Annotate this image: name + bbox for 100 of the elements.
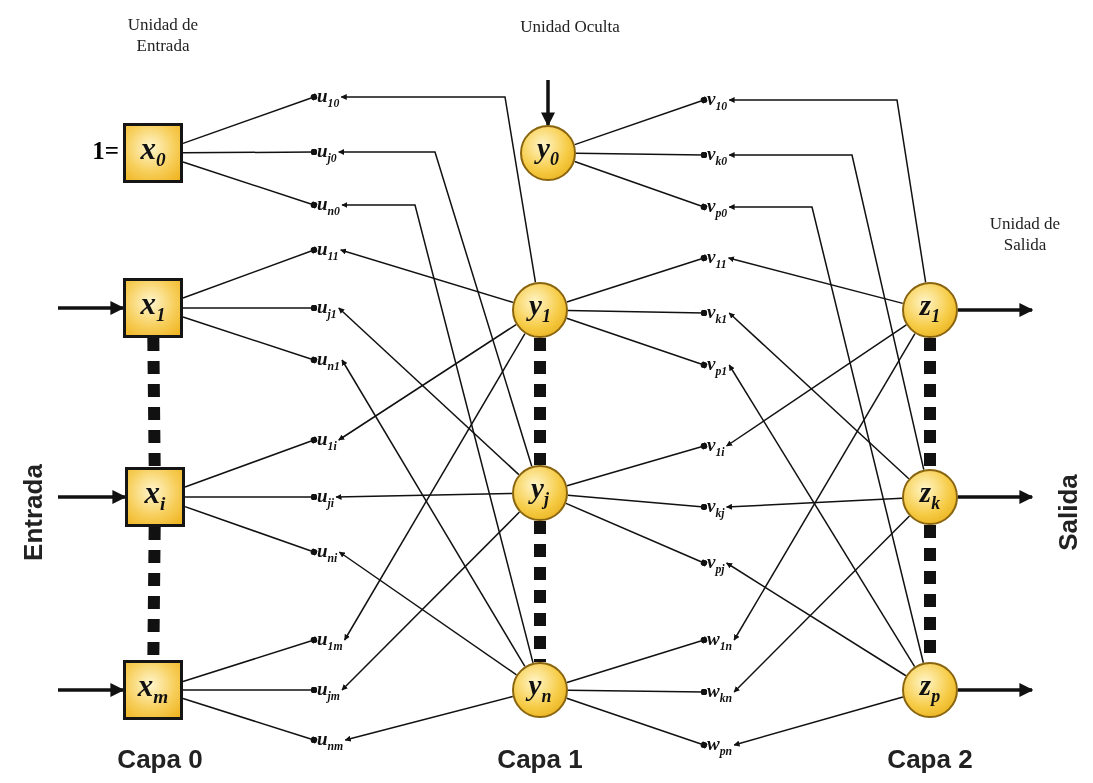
connector bbox=[341, 202, 534, 664]
connector bbox=[733, 332, 916, 641]
weight-label: u$_{1i}$ bbox=[314, 427, 339, 453]
weight-label: u$_{j0}$ bbox=[314, 139, 339, 165]
connector bbox=[725, 562, 907, 677]
unit-circle: z$_{k}$ bbox=[902, 469, 958, 525]
connector bbox=[184, 436, 318, 488]
weight-label: v$_{kj}$ bbox=[704, 494, 727, 520]
connector bbox=[182, 316, 318, 364]
connector bbox=[339, 248, 514, 304]
arrow bbox=[58, 490, 127, 504]
connector bbox=[182, 161, 318, 209]
weight-label: u$_{ji}$ bbox=[314, 484, 337, 510]
weight-label: v$_{k0}$ bbox=[704, 142, 730, 168]
connector bbox=[344, 695, 514, 742]
unit-circle: y$_{0}$ bbox=[520, 125, 576, 181]
layer-heading: Unidad Oculta bbox=[520, 16, 620, 37]
weight-label: u$_{1m}$ bbox=[314, 627, 345, 653]
weight-label: v$_{p1}$ bbox=[704, 352, 730, 378]
input-unit-box: x$_{1}$ bbox=[123, 278, 183, 338]
connector bbox=[573, 96, 708, 146]
weight-label: u$_{n1}$ bbox=[314, 347, 342, 373]
equation-prefix: 1= bbox=[92, 137, 119, 165]
connector bbox=[733, 696, 904, 747]
connector bbox=[184, 493, 318, 501]
connector bbox=[182, 246, 318, 299]
connector bbox=[566, 636, 708, 684]
weight-label: u$_{jm}$ bbox=[314, 677, 342, 703]
weight-label: v$_{p0}$ bbox=[704, 194, 730, 220]
connector bbox=[184, 505, 318, 556]
connector bbox=[338, 149, 533, 467]
weight-label: u$_{ni}$ bbox=[314, 539, 340, 565]
input-unit-box: x$_{m}$ bbox=[123, 660, 183, 720]
connector bbox=[566, 442, 708, 487]
layer-title: Capa 0 bbox=[117, 744, 203, 775]
connector bbox=[727, 256, 904, 305]
weight-label: w$_{kn}$ bbox=[704, 679, 735, 705]
axis-title: Entrada bbox=[17, 463, 49, 561]
connector bbox=[341, 359, 526, 668]
connector bbox=[340, 94, 537, 284]
dotted-connector bbox=[924, 338, 936, 469]
weight-label: u$_{10}$ bbox=[314, 84, 342, 110]
arrow bbox=[958, 490, 1034, 504]
connector bbox=[573, 160, 708, 211]
connector bbox=[565, 502, 708, 567]
arrow bbox=[541, 80, 555, 127]
connector bbox=[341, 511, 521, 691]
connector bbox=[182, 686, 318, 694]
weight-label: v$_{k1}$ bbox=[704, 300, 730, 326]
arrow bbox=[958, 683, 1034, 697]
connector bbox=[567, 309, 708, 317]
weight-label: v$_{10}$ bbox=[704, 87, 730, 113]
unit-circle: z$_{1}$ bbox=[902, 282, 958, 338]
arrow bbox=[958, 303, 1034, 317]
connector bbox=[566, 697, 708, 749]
layer-title: Capa 2 bbox=[887, 744, 973, 775]
connector bbox=[566, 254, 708, 303]
connector bbox=[728, 97, 927, 284]
connector bbox=[728, 152, 925, 471]
unit-circle: y$_{1}$ bbox=[512, 282, 568, 338]
layer-heading: Unidad de Entrada bbox=[126, 14, 200, 56]
connector bbox=[728, 204, 925, 664]
input-unit-box: x$_{i}$ bbox=[125, 467, 185, 527]
weight-label: u$_{11}$ bbox=[314, 237, 341, 263]
dotted-connector bbox=[147, 337, 161, 468]
connector bbox=[182, 148, 318, 156]
connector bbox=[728, 312, 910, 480]
connector bbox=[566, 317, 708, 369]
arrow bbox=[58, 683, 125, 697]
connector bbox=[725, 324, 908, 447]
input-unit-box: x$_{0}$ bbox=[123, 123, 183, 183]
connector bbox=[733, 515, 911, 693]
layer-title: Capa 1 bbox=[497, 744, 583, 775]
connector bbox=[338, 323, 517, 441]
unit-circle: z$_{p}$ bbox=[902, 662, 958, 718]
connector bbox=[343, 332, 526, 641]
connector bbox=[575, 151, 708, 159]
connector bbox=[567, 494, 708, 511]
weight-label: u$_{nm}$ bbox=[314, 727, 346, 753]
unit-circle: y$_{n}$ bbox=[512, 662, 568, 718]
connector bbox=[182, 304, 318, 312]
connector bbox=[335, 492, 513, 500]
weight-label: u$_{n0}$ bbox=[314, 192, 342, 218]
connector bbox=[338, 551, 518, 676]
weight-label: w$_{1n}$ bbox=[704, 627, 735, 653]
connector bbox=[182, 636, 318, 683]
dotted-connector bbox=[534, 338, 546, 465]
arrow bbox=[58, 301, 125, 315]
weight-label: v$_{11}$ bbox=[704, 245, 729, 271]
weight-label: u$_{j1}$ bbox=[314, 295, 339, 321]
connector bbox=[338, 307, 520, 476]
weight-label: w$_{pn}$ bbox=[704, 732, 735, 758]
axis-title: Salida bbox=[1052, 473, 1084, 551]
connector bbox=[182, 697, 318, 744]
layer-heading: Unidad de Salida bbox=[988, 213, 1062, 255]
connector bbox=[728, 364, 916, 668]
dotted-connector bbox=[534, 521, 546, 662]
connector bbox=[567, 688, 708, 696]
connector bbox=[725, 497, 903, 510]
weight-label: v$_{1i}$ bbox=[704, 433, 727, 459]
